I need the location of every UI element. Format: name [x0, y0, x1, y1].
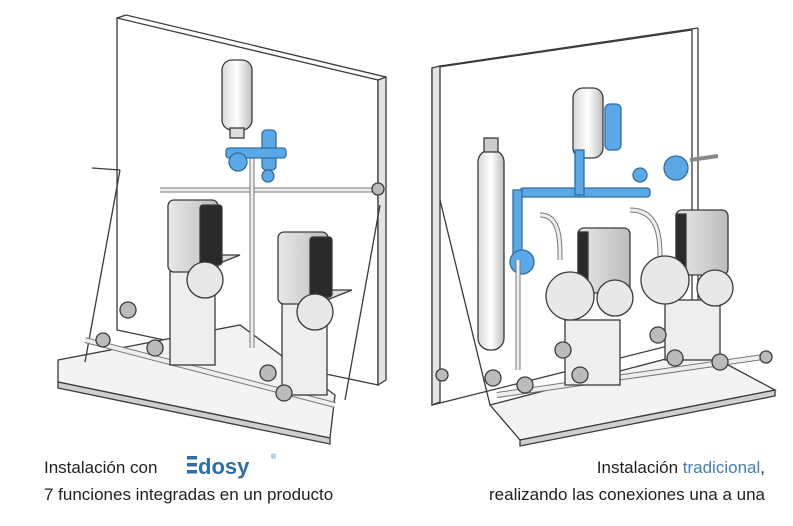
traditional-caption-highlight: tradicional [682, 458, 761, 477]
edosy-installation-drawing [57, 14, 387, 445]
edosy-caption-line2: 7 funciones integradas en un producto [44, 485, 334, 504]
traditional-caption-line1: Instalación tradicional, [597, 457, 765, 479]
edosy-logo: dosy ® [185, 450, 285, 480]
edosy-caption-prefix: Instalación con [44, 458, 158, 477]
traditional-caption-suffix: , [760, 458, 765, 477]
edosy-caption-line1: Instalación con [44, 457, 157, 479]
traditional-installation-drawing [431, 27, 777, 447]
traditional-caption-prefix: Instalación [596, 458, 683, 477]
traditional-caption-line2: realizando las conexiones una a una [489, 485, 765, 504]
edosy-logo-trademark: ® [271, 453, 277, 461]
edosy-logo-text: dosy [198, 454, 250, 479]
